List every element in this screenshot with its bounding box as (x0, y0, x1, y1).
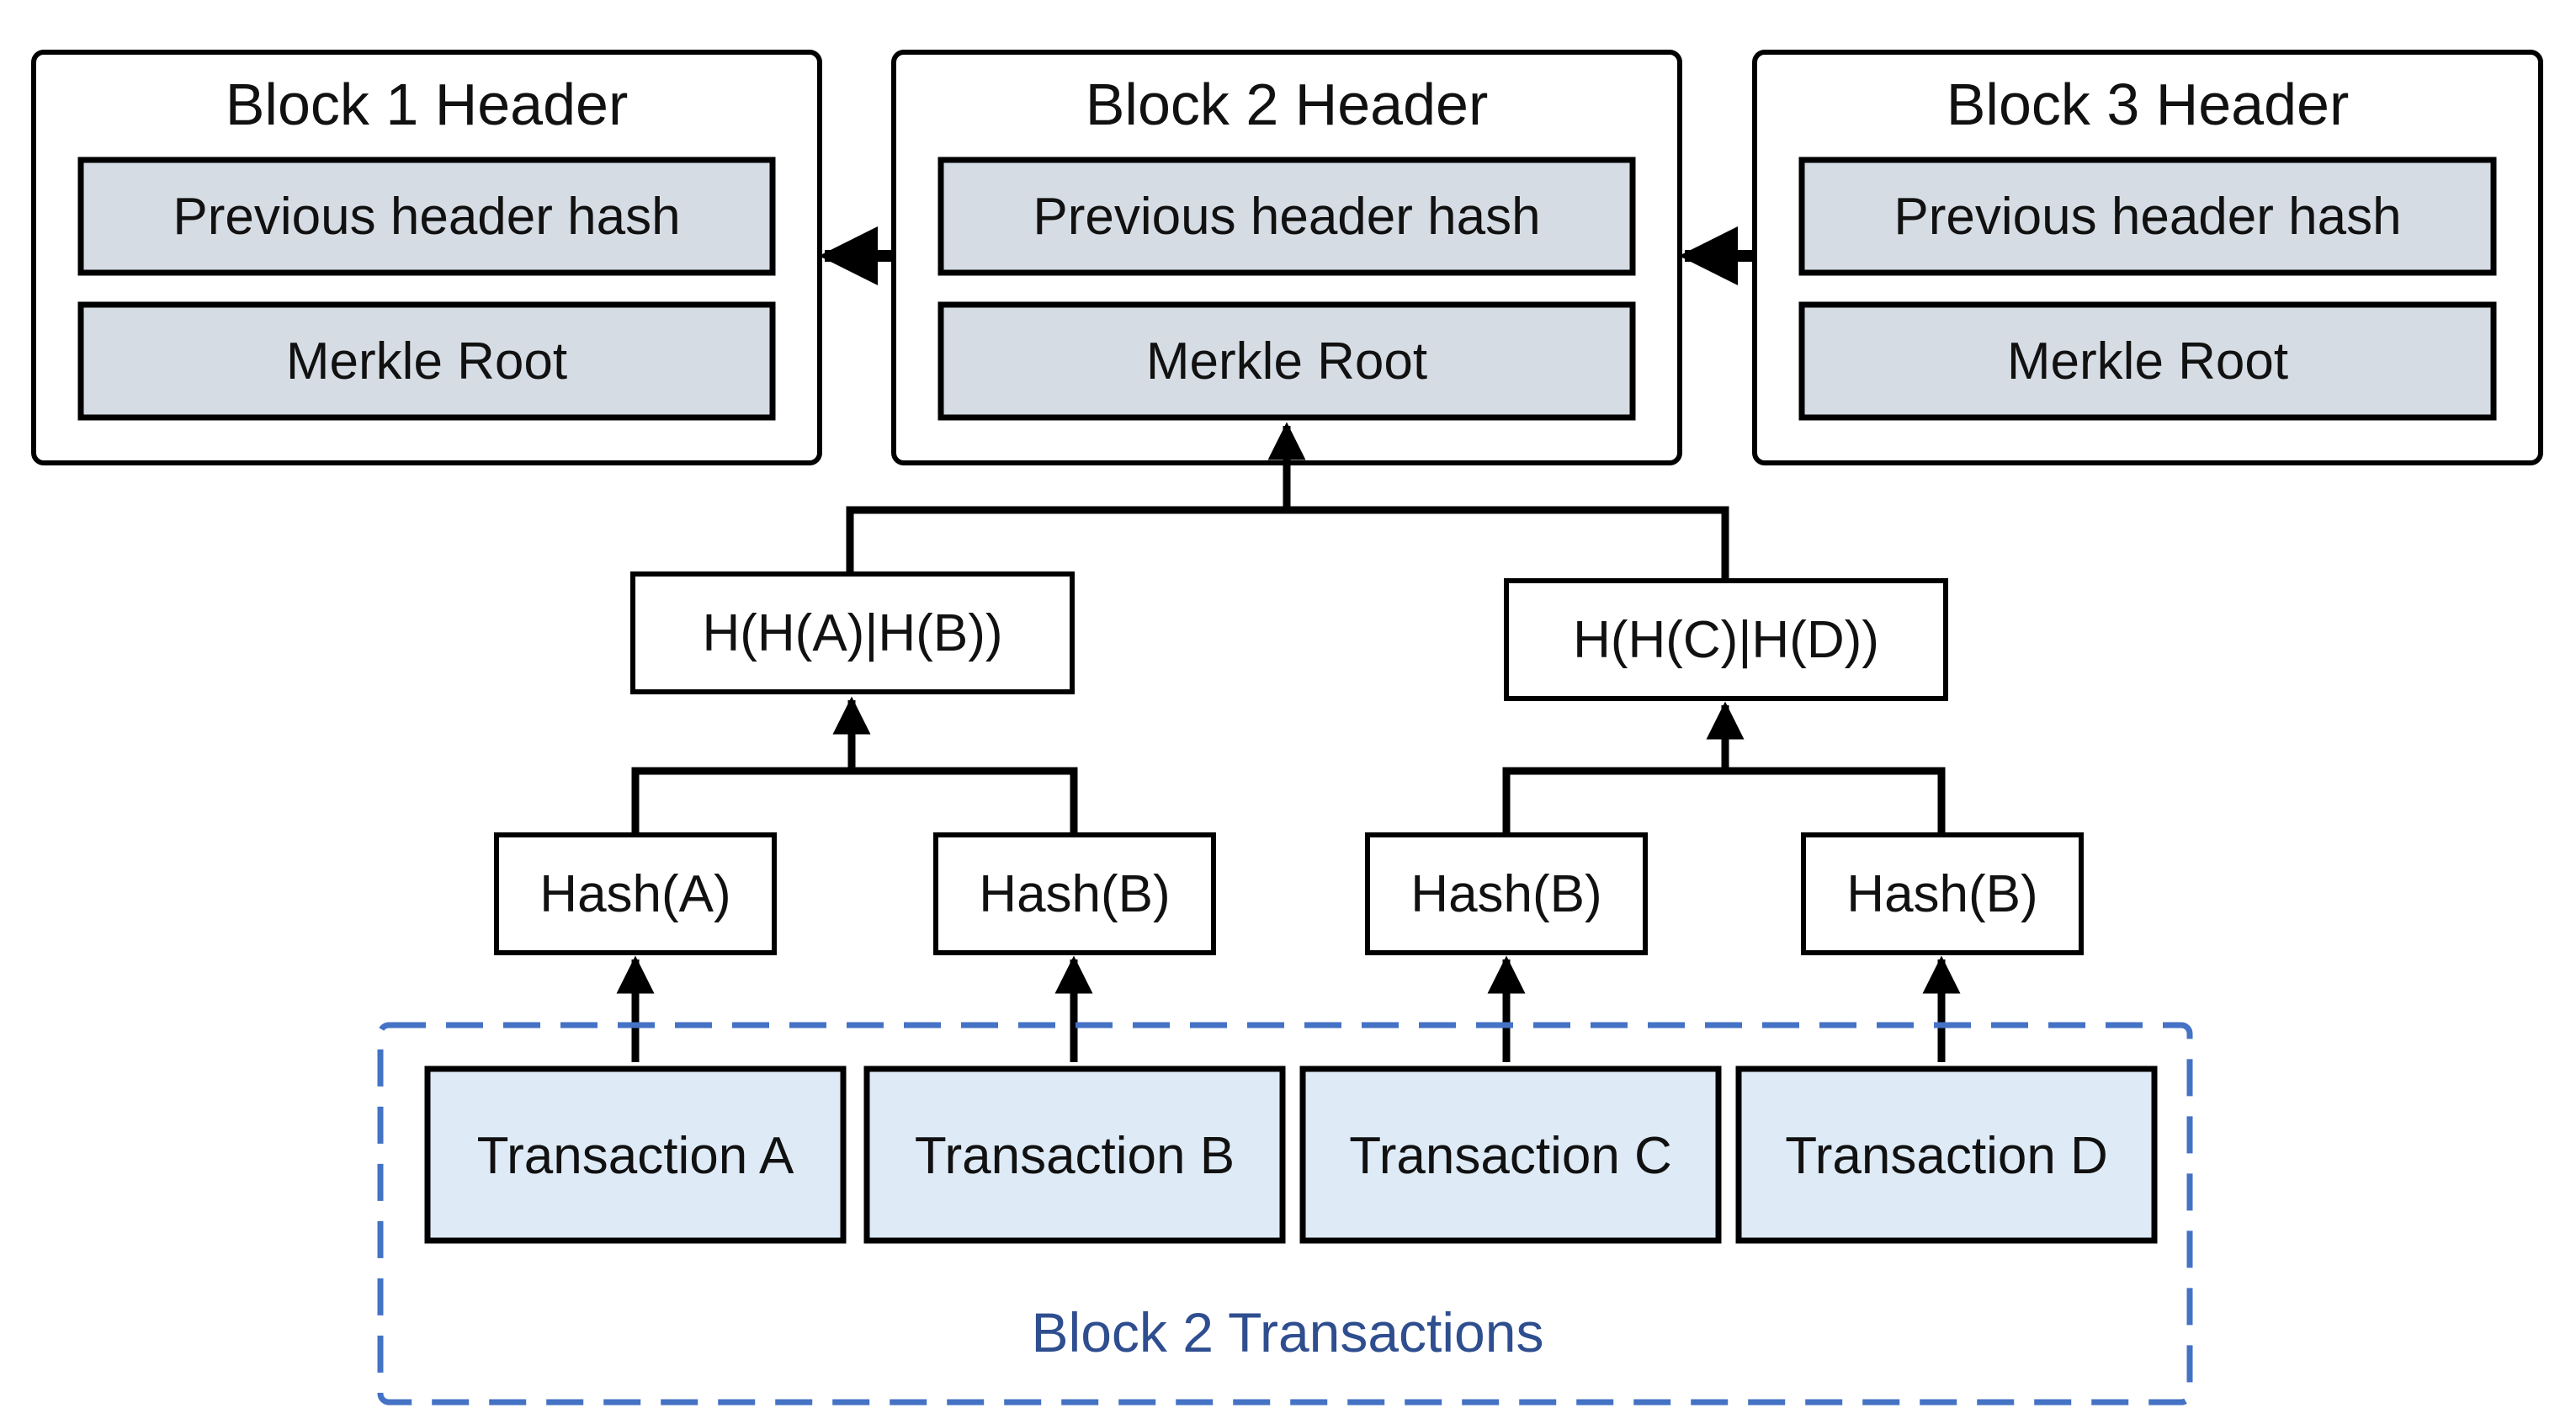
merkle-root-connector (846, 422, 1729, 581)
leaf-hash-d-label: Hash(B) (1846, 865, 2037, 923)
block-3-merkle-root-field: Merkle Root (1798, 301, 2497, 421)
leaf-hash-b-label: Hash(B) (979, 865, 1170, 923)
level1-left-connector (631, 696, 1078, 835)
hash-node-ab-label: H(H(A)|H(B)) (702, 604, 1002, 662)
block-1-merkle-root-label: Merkle Root (286, 332, 567, 391)
block-3-merkle-root-label: Merkle Root (2007, 332, 2288, 391)
leaf-hash-a: Hash(A) (494, 832, 777, 955)
block-1-header: Block 1 Header Previous header hash Merk… (31, 50, 822, 465)
transaction-b: Transaction B (863, 1066, 1286, 1244)
block-2-merkle-root-field: Merkle Root (937, 301, 1636, 421)
transaction-d-label: Transaction D (1785, 1127, 2108, 1185)
block-2-prev-hash-label: Previous header hash (1033, 188, 1540, 246)
hash-node-cd-label: H(H(C)|H(D)) (1573, 611, 1879, 669)
block-1-prev-hash-field: Previous header hash (77, 157, 776, 276)
block-3-header: Block 3 Header Previous header hash Merk… (1752, 50, 2543, 465)
leaf-hash-a-label: Hash(A) (539, 865, 730, 923)
hash-node-ab: H(H(A)|H(B)) (630, 571, 1075, 694)
block-1-title: Block 1 Header (226, 72, 629, 137)
block-2-prev-hash-field: Previous header hash (937, 157, 1636, 276)
block-1-merkle-root-field: Merkle Root (77, 301, 776, 421)
level1-right-connector (1502, 701, 1946, 835)
hash-node-cd: H(H(C)|H(D)) (1504, 578, 1948, 701)
transaction-a: Transaction A (424, 1066, 847, 1244)
block-3-title: Block 3 Header (1947, 72, 2350, 137)
leaf-hash-d: Hash(B) (1801, 832, 2084, 955)
transaction-a-label: Transaction A (477, 1127, 794, 1185)
block-2-merkle-root-label: Merkle Root (1146, 332, 1427, 391)
leaf-hash-c-label: Hash(B) (1410, 865, 1601, 923)
block-2-title: Block 2 Header (1086, 72, 1489, 137)
block-3-prev-hash-field: Previous header hash (1798, 157, 2497, 276)
transaction-c-label: Transaction C (1349, 1127, 1672, 1185)
block-2-header: Block 2 Header Previous header hash Merk… (891, 50, 1682, 465)
block-2-transactions-label: Block 2 Transactions (1032, 1301, 1544, 1363)
block-3-prev-hash-label: Previous header hash (1893, 188, 2401, 246)
leaf-hash-c: Hash(B) (1365, 832, 1648, 955)
transaction-d: Transaction D (1735, 1066, 2158, 1244)
transaction-b-label: Transaction B (915, 1127, 1235, 1185)
block-1-prev-hash-label: Previous header hash (173, 188, 680, 246)
leaf-hash-b: Hash(B) (933, 832, 1216, 955)
transaction-c: Transaction C (1299, 1066, 1722, 1244)
